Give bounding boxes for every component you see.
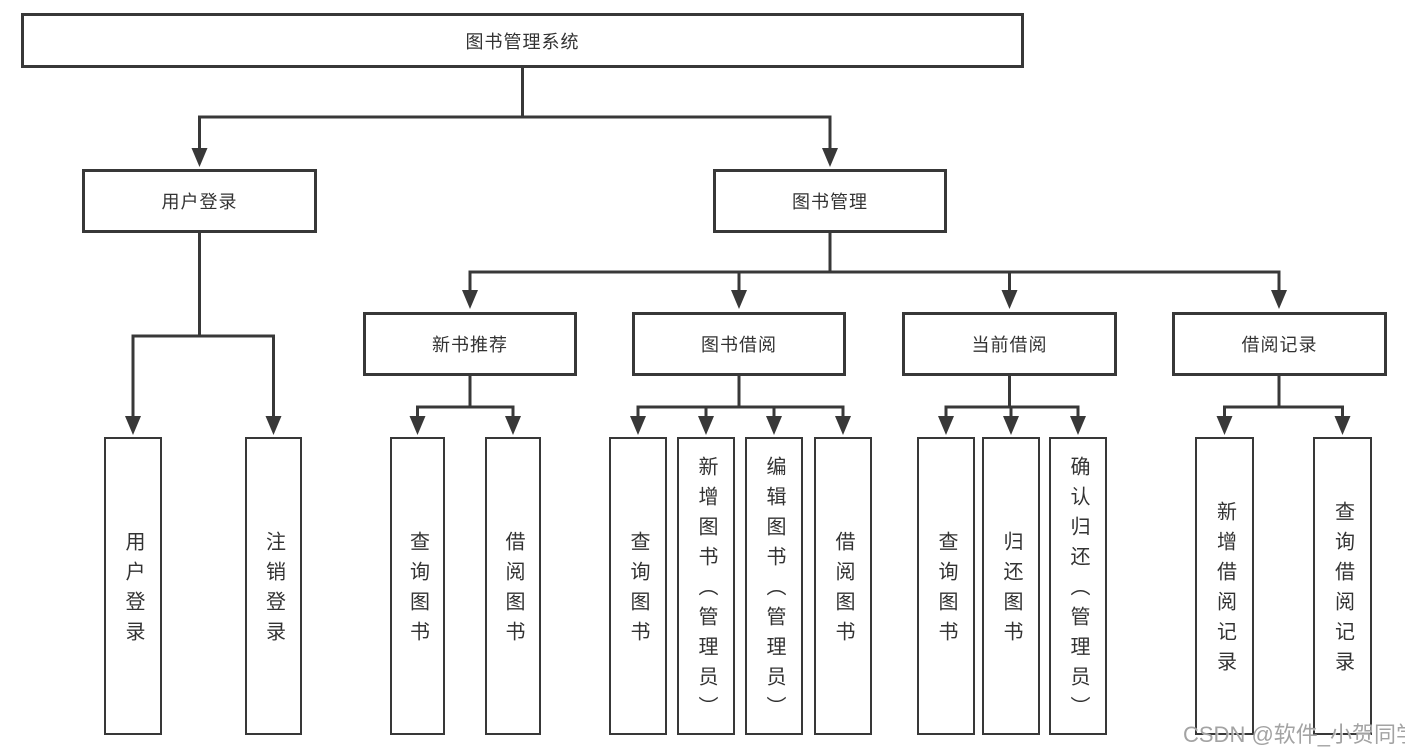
node-current-borrow: 当前借阅 [902, 312, 1117, 376]
node-label: 确认归还（管理员） [1067, 456, 1089, 726]
node-leaf-query-books-current: 查询图书 [917, 437, 975, 735]
node-leaf-user-login: 用户登录 [104, 437, 162, 735]
node-label: 查询图书 [627, 531, 649, 651]
node-label: 借阅图书 [832, 531, 854, 651]
node-book-management: 图书管理 [713, 169, 947, 233]
node-leaf-query-borrow-record: 查询借阅记录 [1313, 437, 1372, 735]
node-label: 借阅记录 [1241, 335, 1318, 355]
node-library-management-system: 图书管理系统 [21, 13, 1024, 68]
node-new-book-recommend: 新书推荐 [363, 312, 577, 376]
node-label: 新增借阅记录 [1213, 501, 1236, 681]
node-leaf-query-books-recommend: 查询图书 [390, 437, 445, 735]
node-user-login: 用户登录 [82, 169, 317, 233]
node-label: 借阅图书 [502, 531, 524, 651]
node-book-borrow: 图书借阅 [632, 312, 846, 376]
node-label: 编辑图书（管理员） [763, 456, 785, 726]
node-label: 查询借阅记录 [1331, 501, 1354, 681]
node-leaf-borrow-books-recommend: 借阅图书 [485, 437, 541, 735]
node-leaf-add-book-admin: 新增图书（管理员） [677, 437, 735, 735]
node-leaf-edit-book-admin: 编辑图书（管理员） [745, 437, 803, 735]
node-label: 用户登录 [161, 192, 238, 212]
node-label: 新增图书（管理员） [695, 456, 717, 726]
node-label: 注销登录 [262, 531, 285, 651]
watermark: CSDN @软件_小贺同学 [1183, 722, 1405, 747]
node-label: 新书推荐 [432, 335, 508, 355]
node-leaf-return-book: 归还图书 [982, 437, 1040, 735]
node-label: 查询图书 [935, 531, 957, 651]
node-label: 用户登录 [122, 531, 144, 651]
node-leaf-query-books-borrow: 查询图书 [609, 437, 667, 735]
node-label: 图书借阅 [701, 335, 777, 355]
node-label: 图书管理 [792, 192, 868, 212]
node-leaf-borrow-books: 借阅图书 [814, 437, 872, 735]
node-leaf-confirm-return-admin: 确认归还（管理员） [1049, 437, 1107, 735]
node-label: 当前借阅 [971, 335, 1048, 355]
node-leaf-add-borrow-record: 新增借阅记录 [1195, 437, 1254, 735]
node-borrow-records: 借阅记录 [1172, 312, 1387, 376]
node-label: 归还图书 [1000, 531, 1022, 651]
node-leaf-logout: 注销登录 [245, 437, 302, 735]
node-label: 图书管理系统 [465, 31, 580, 52]
arrowheads [125, 148, 1351, 435]
node-label: 查询图书 [406, 531, 429, 651]
